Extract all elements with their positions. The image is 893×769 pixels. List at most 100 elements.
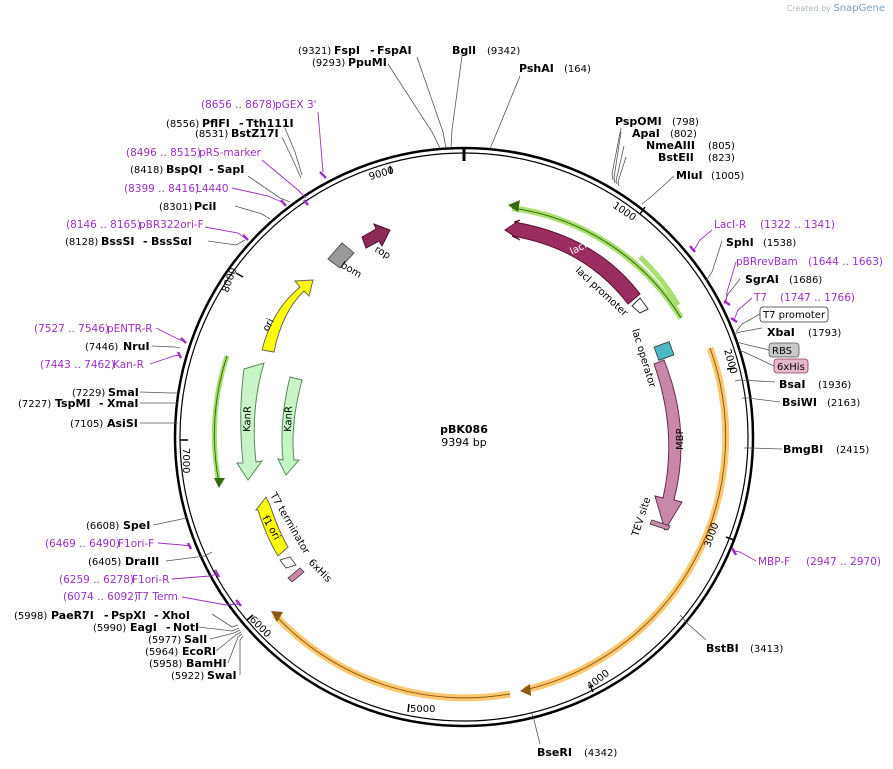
mbp-orf-line xyxy=(524,347,727,691)
enzyme-dash: - xyxy=(99,397,104,410)
primer-range: (6259 .. 6278) xyxy=(59,574,134,586)
lac-operator-label: lac operator xyxy=(629,328,657,390)
enzyme-pos: (823) xyxy=(708,153,735,164)
primer-name: T7 xyxy=(753,292,767,304)
enzyme-name: BglI xyxy=(452,44,476,57)
primer-range: (1322 .. 1341) xyxy=(760,219,835,231)
enzyme-name: XbaI xyxy=(767,326,795,339)
lacI-orf-arc-2 xyxy=(638,255,681,307)
primer-name: pGEX 3' xyxy=(275,99,317,111)
enzyme-name: FspI xyxy=(334,44,360,57)
enzyme-pos: (9321) xyxy=(298,46,331,57)
enzyme-name: NmeAIII xyxy=(646,139,695,152)
enzyme-pos: (9293) xyxy=(312,58,345,69)
primer-range: (6469 .. 6490) xyxy=(45,538,120,550)
enzyme-pos: (8531) xyxy=(195,129,228,140)
kan-orf-head xyxy=(214,478,225,488)
primer-range: (6074 .. 6092) xyxy=(63,591,138,603)
tick-8000: 8000 xyxy=(220,266,239,294)
primer-name: L4440 xyxy=(196,183,229,195)
enzyme-pos: (9342) xyxy=(487,46,520,57)
mbp-label: MBP xyxy=(675,428,686,450)
kan-orf-line xyxy=(213,355,228,484)
rbs-label: RBS xyxy=(772,346,792,357)
enzyme-pos: (5998) xyxy=(14,611,47,622)
enzyme-name: BsaI xyxy=(779,378,805,391)
enzyme-name: BstZ17I xyxy=(231,127,279,140)
primer-range: (2947 .. 2970) xyxy=(806,556,881,568)
enzyme-labels: (9321) FspI - FspAI BglI (9342) (9293) P… xyxy=(14,44,869,759)
enzyme-name: BseRI xyxy=(537,746,572,759)
enzyme-name: PciI xyxy=(194,200,216,213)
mbp-orf-head xyxy=(520,684,531,696)
enzyme-name: SphI xyxy=(726,236,754,249)
kanr-label-2: KanR xyxy=(283,406,295,432)
enzyme-dash: - xyxy=(143,235,148,248)
enzyme-name: MluI xyxy=(676,169,703,182)
enzyme-name: SgrAI xyxy=(745,273,779,286)
enzyme-name: SwaI xyxy=(207,669,237,682)
tick-3000: 3000 xyxy=(702,521,721,549)
ori-arrow xyxy=(261,279,314,353)
rop-label: rop xyxy=(373,244,393,262)
enzyme-pos: (805) xyxy=(708,141,735,152)
enzyme-name: BssSαI xyxy=(151,235,192,248)
orf-arcs xyxy=(211,200,730,702)
bom-box xyxy=(327,242,355,269)
enzyme-pos: (8128) xyxy=(65,237,98,248)
enzyme-name: NruI xyxy=(123,340,150,353)
kanr-arrow-1 xyxy=(236,362,265,481)
enzyme-dash: - xyxy=(154,609,159,622)
enzyme-pos: (164) xyxy=(564,64,591,75)
enzyme-name: XmaI xyxy=(107,397,138,410)
enzyme-pos: (5964) xyxy=(145,647,178,658)
primer-name: MBP-F xyxy=(758,556,790,568)
primer-name: LacI-R xyxy=(714,219,746,231)
enzyme-pos: (8556) xyxy=(166,119,199,130)
primer-name: pRS-marker xyxy=(199,147,262,159)
primer-name: pENTR-R xyxy=(107,323,153,335)
enzyme-pos: (1793) xyxy=(808,328,841,339)
primer-range: (8399 .. 8416) xyxy=(124,183,199,195)
enzyme-name: NotI xyxy=(173,621,199,634)
enzyme-pos: (2163) xyxy=(827,398,860,409)
snapgene-credit: Created by SnapGene xyxy=(786,3,885,14)
enzyme-name: SalI xyxy=(184,633,207,646)
enzyme-pos: (7229) xyxy=(72,388,105,399)
tick-5000: 5000 xyxy=(410,704,435,715)
enzyme-pos: (7105) xyxy=(70,419,103,430)
his-tag-2-marker xyxy=(287,567,305,583)
enzyme-pos: (6608) xyxy=(86,521,119,532)
enzyme-pos: (5958) xyxy=(149,659,182,670)
primer-name: T7 Term xyxy=(135,591,178,603)
primer-name: pBRrevBam xyxy=(736,256,798,268)
enzyme-name: BmgBI xyxy=(783,443,823,456)
t7-promoter-label: T7 promoter xyxy=(762,310,826,321)
lacI-orf-line xyxy=(511,207,682,319)
enzyme-dash: - xyxy=(209,163,214,176)
enzyme-name: ApaI xyxy=(632,127,660,140)
mbp-arrow xyxy=(653,359,683,532)
enzyme-name: PflFI xyxy=(202,117,230,130)
enzyme-pos: (8418) xyxy=(130,165,163,176)
leader-lines xyxy=(139,55,783,745)
enzyme-pos: (1005) xyxy=(711,171,744,182)
enzyme-name: EcoRI xyxy=(182,645,216,658)
enzyme-pos: (3413) xyxy=(750,644,783,655)
enzyme-name: BspQI xyxy=(166,163,202,176)
enzyme-pos: (4342) xyxy=(584,748,617,759)
orf-head-bottom xyxy=(271,611,283,622)
tick-7000: 7000 xyxy=(180,448,191,473)
enzyme-name: PspOMI xyxy=(615,115,662,128)
lac-operator-box xyxy=(653,341,675,361)
enzyme-pos: (802) xyxy=(670,129,697,140)
plasmid-name: pBK086 xyxy=(440,423,488,436)
enzyme-name: XhoI xyxy=(162,609,190,622)
primer-range: (8496 .. 8515) xyxy=(126,147,201,159)
enzyme-name: FspAI xyxy=(377,44,412,57)
enzyme-pos: (2415) xyxy=(836,445,869,456)
enzyme-pos: (5990) xyxy=(93,623,126,634)
enzyme-name: BamHI xyxy=(186,657,227,670)
primer-name: F1ori-R xyxy=(132,574,169,586)
